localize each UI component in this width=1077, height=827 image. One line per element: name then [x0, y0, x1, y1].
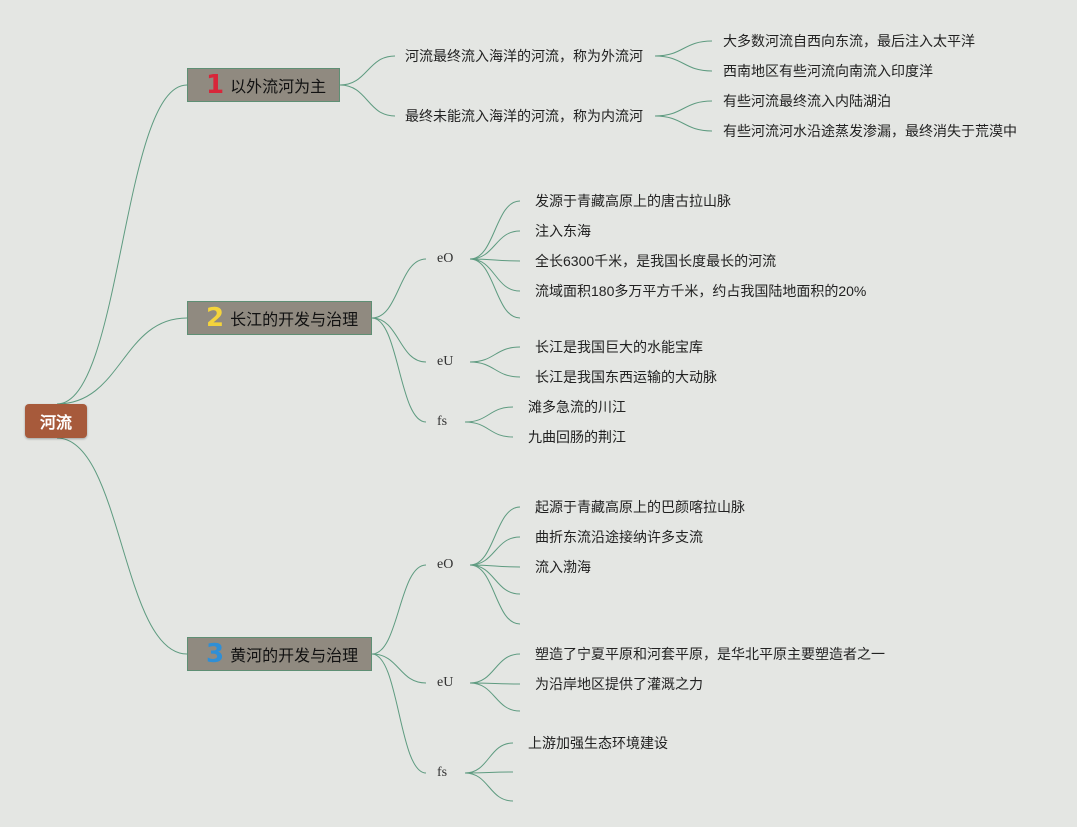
- connector-line: [469, 653, 521, 684]
- leaf-item[interactable]: 滩多急流的川江: [528, 399, 626, 415]
- topic-1-title: 以外流河为主: [230, 79, 327, 96]
- connector-line: [469, 258, 521, 292]
- connector-line: [464, 742, 514, 774]
- leaf-item[interactable]: 长江是我国东西运输的大动脉: [535, 369, 717, 385]
- leaf-item[interactable]: 曲折东流沿途接纳许多支流: [535, 529, 703, 545]
- root-node[interactable]: 河流: [25, 404, 87, 438]
- connector-line: [371, 653, 427, 774]
- leaf-item[interactable]: 发源于青藏高原上的唐古拉山脉: [535, 193, 731, 209]
- leaf-item[interactable]: 长江是我国巨大的水能宝库: [535, 339, 703, 355]
- topic-3-node[interactable]: 3 黄河的开发与治理: [187, 637, 372, 671]
- leaf-item[interactable]: 全长6300千米，是我国长度最长的河流: [535, 253, 777, 269]
- connector-line: [464, 406, 514, 423]
- connector-line: [464, 771, 514, 774]
- leaf-item[interactable]: 注入东海: [535, 223, 591, 239]
- connector-line: [371, 317, 427, 363]
- connector-line: [654, 115, 713, 132]
- connector-line: [339, 84, 396, 117]
- connector-line: [56, 84, 188, 405]
- connector-line: [371, 317, 427, 423]
- connector-line: [371, 653, 427, 684]
- leaf-item[interactable]: 有些河流最终流入内陆湖泊: [723, 93, 891, 109]
- topic-3-title: 黄河的开发与治理: [230, 648, 359, 665]
- connector-line: [469, 258, 521, 319]
- connector-line: [464, 772, 514, 802]
- connector-line: [654, 55, 713, 72]
- root-label: 河流: [39, 415, 72, 432]
- group-label[interactable]: eO: [437, 557, 454, 572]
- group-label[interactable]: eU: [437, 675, 454, 690]
- leaf-item[interactable]: 流域面积180多万平方千米，约占我国陆地面积的20%: [535, 283, 867, 299]
- topic-2-title: 长江的开发与治理: [230, 312, 359, 329]
- connector-line: [654, 100, 713, 117]
- group-label[interactable]: eO: [437, 251, 454, 266]
- connector-line: [469, 258, 521, 262]
- topic-1-number: 1: [206, 70, 225, 100]
- connector-line: [469, 564, 521, 595]
- leaf-item[interactable]: 上游加强生态环境建设: [528, 735, 668, 751]
- subtopic-outflow-river[interactable]: 河流最终流入海洋的河流，称为外流河: [405, 48, 643, 64]
- connector-line: [469, 682, 521, 712]
- topic-1-node[interactable]: 1 以外流河为主: [187, 68, 340, 102]
- leaf-item[interactable]: 九曲回肠的荆江: [528, 429, 626, 445]
- connector-line: [464, 421, 514, 438]
- connector-line: [339, 55, 396, 86]
- group-label[interactable]: fs: [437, 765, 448, 780]
- leaf-item[interactable]: 西南地区有些河流向南流入印度洋: [723, 63, 933, 79]
- connector-line: [469, 506, 521, 566]
- topic-2-node[interactable]: 2 长江的开发与治理: [187, 301, 372, 335]
- connector-line: [469, 361, 521, 378]
- connector-line: [56, 317, 188, 405]
- leaf-item[interactable]: 为沿岸地区提供了灌溉之力: [535, 676, 703, 692]
- connector-line: [56, 437, 188, 655]
- leaf-item[interactable]: 塑造了宁夏平原和河套平原，是华北平原主要塑造者之一: [535, 646, 885, 662]
- connector-line: [469, 536, 521, 566]
- group-label[interactable]: fs: [437, 414, 448, 429]
- leaf-item[interactable]: 流入渤海: [535, 559, 591, 575]
- topic-2-number: 2: [206, 303, 225, 333]
- group-label[interactable]: eU: [437, 354, 454, 369]
- connector-line: [371, 258, 427, 319]
- leaf-item[interactable]: 有些河流河水沿途蒸发渗漏，最终消失于荒漠中: [723, 123, 1017, 139]
- topic-3-number: 3: [206, 639, 225, 669]
- connector-line: [469, 346, 521, 363]
- connector-line: [469, 200, 521, 260]
- leaf-item[interactable]: 大多数河流自西向东流，最后注入太平洋: [723, 33, 975, 49]
- connector-line: [469, 230, 521, 260]
- leaf-item[interactable]: 起源于青藏高原上的巴颜喀拉山脉: [535, 499, 745, 515]
- subtopic-inland-river[interactable]: 最终未能流入海洋的河流，称为内流河: [405, 108, 643, 124]
- connector-line: [654, 40, 713, 57]
- connector-line: [469, 564, 521, 625]
- connector-line: [371, 564, 427, 655]
